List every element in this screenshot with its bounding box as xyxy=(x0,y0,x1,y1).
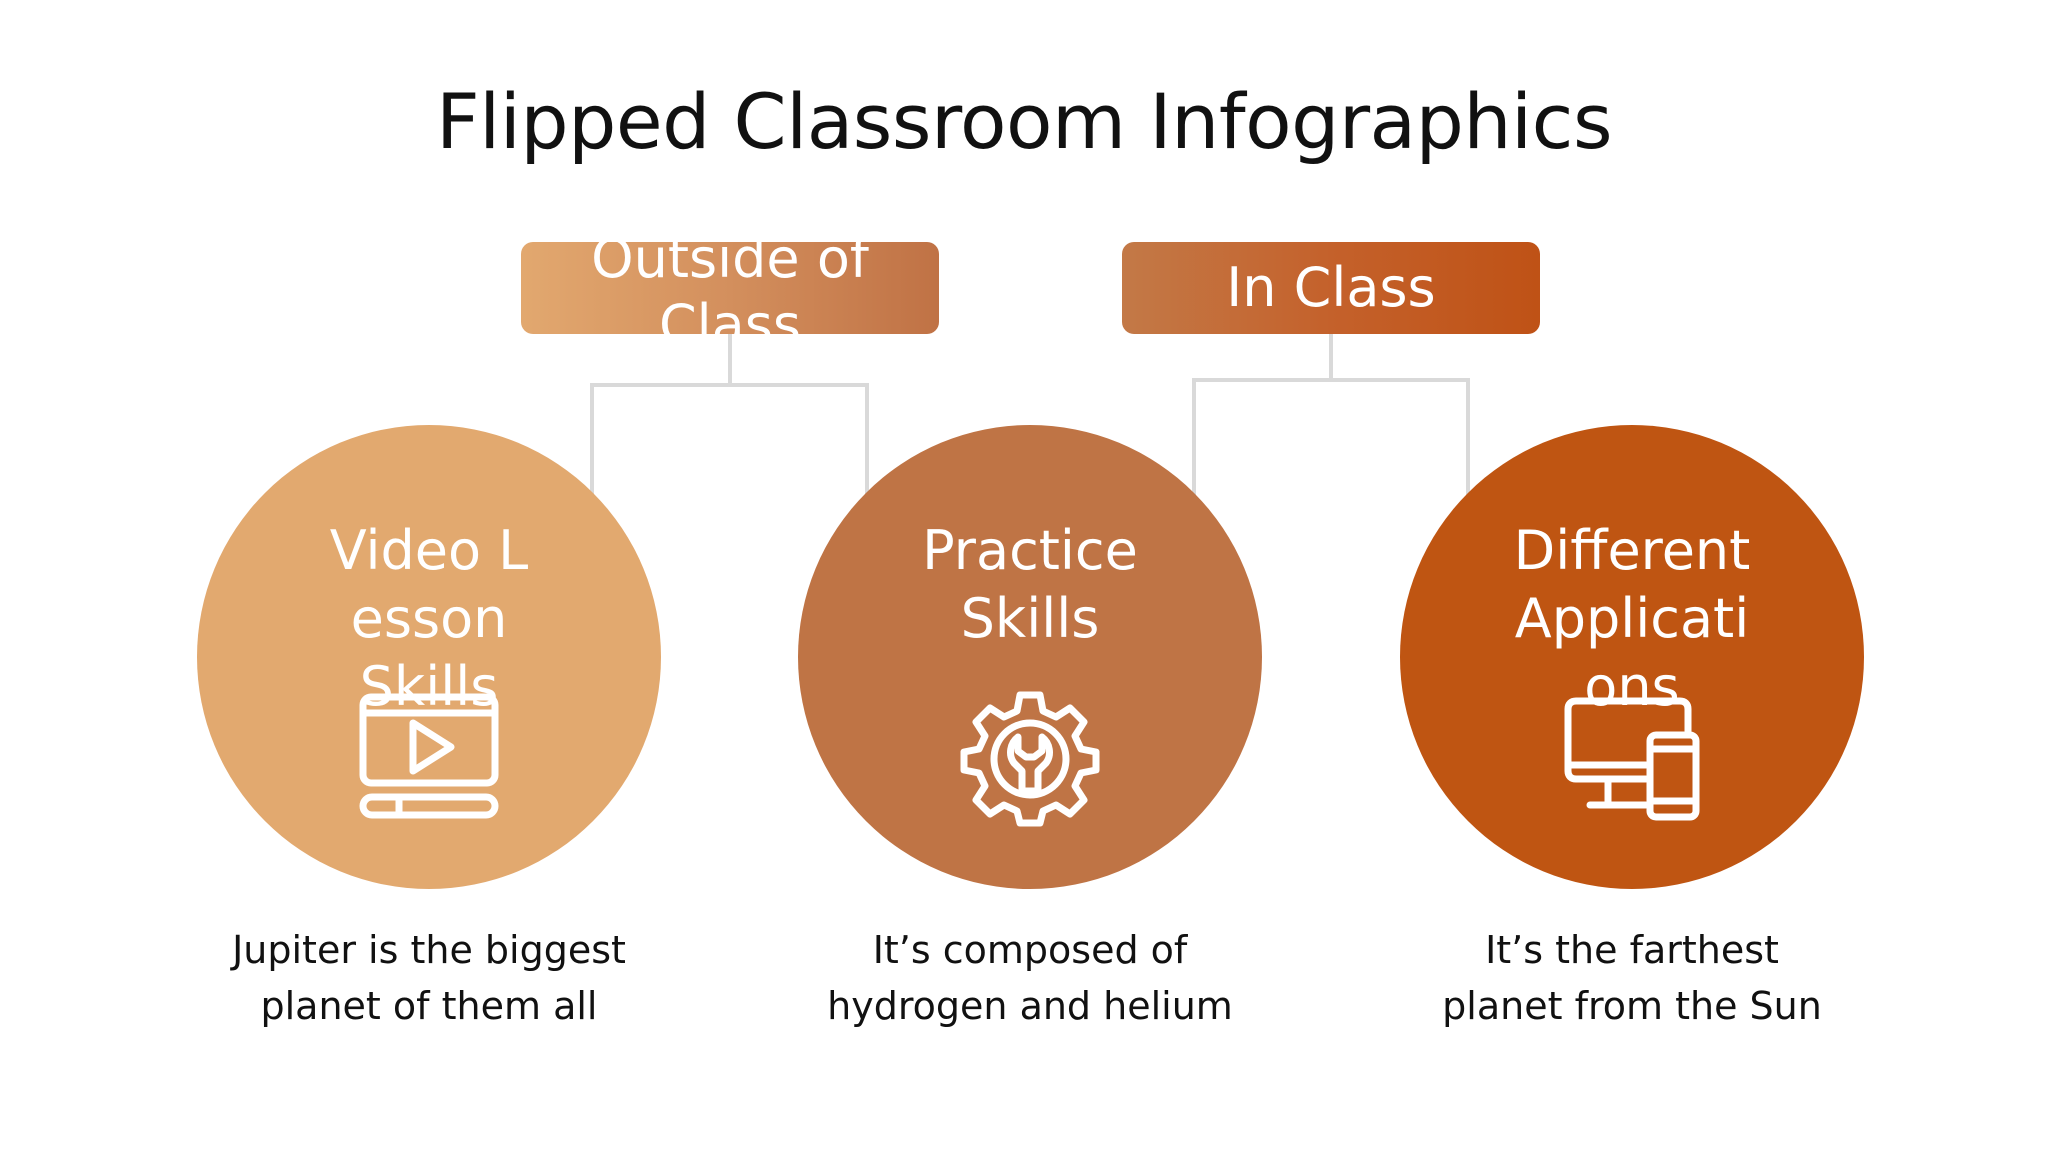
circle-label-text: Video Lesson Skills xyxy=(329,519,529,718)
group-label: Outside of Class xyxy=(591,242,869,334)
circle-label: Video Lesson Skills xyxy=(197,517,661,721)
group-header-outside-of-class: Outside of Class xyxy=(521,242,939,334)
connector-inclass xyxy=(1192,334,1333,495)
connector-inclass xyxy=(1331,378,1470,495)
page-title: Flipped Classroom Infographics xyxy=(435,77,1613,166)
circle-label-text: Practice Skills xyxy=(922,519,1138,650)
circle-different-applications: Different Applications xyxy=(1400,425,1864,889)
description-different-applications: It’s the farthest planet from the Sun xyxy=(1352,922,1912,1034)
connector-outside xyxy=(730,383,869,495)
circle-label-text: Different Applications xyxy=(1513,519,1751,718)
description-text: It’s the farthest planet from the Sun xyxy=(1442,928,1822,1028)
description-text: It’s composed of hydrogen and helium xyxy=(827,928,1233,1028)
circle-practice-skills: Practice Skills xyxy=(798,425,1262,889)
devices-icon xyxy=(1564,697,1700,821)
description-text: Jupiter is the biggest planet of them al… xyxy=(232,928,626,1028)
circle-label: Practice Skills xyxy=(798,517,1262,653)
connector-outside xyxy=(590,334,732,495)
description-practice-skills: It’s composed of hydrogen and helium xyxy=(750,922,1310,1034)
group-label: In Class xyxy=(1226,256,1436,319)
circle-label: Different Applications xyxy=(1400,517,1864,721)
group-header-in-class: In Class xyxy=(1122,242,1540,334)
video-player-icon xyxy=(359,693,499,819)
gear-wrench-icon xyxy=(960,691,1100,827)
description-video-lesson-skills: Jupiter is the biggest planet of them al… xyxy=(149,922,709,1034)
circle-video-lesson-skills: Video Lesson Skills xyxy=(197,425,661,889)
